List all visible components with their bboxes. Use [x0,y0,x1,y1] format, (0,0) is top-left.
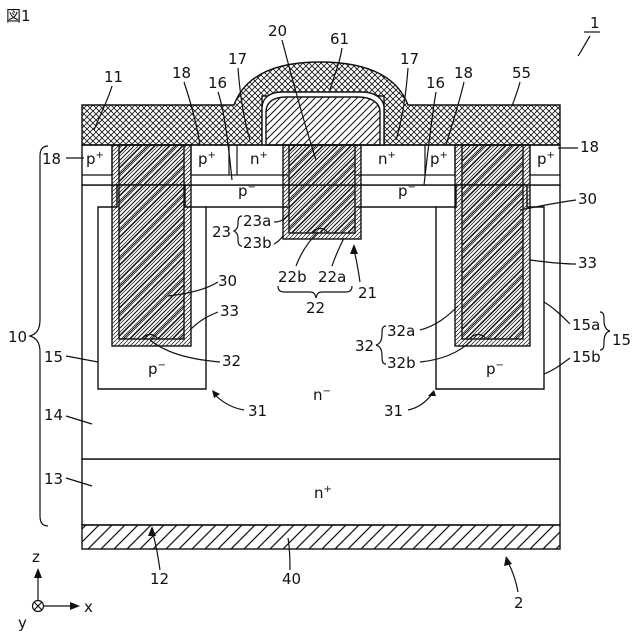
field-plate-trench-right-30 [462,145,523,339]
ref-16-left: 16 [208,74,227,92]
ref-17-right: 17 [400,50,419,68]
ref-15-right: 15 [612,331,631,349]
ref-1: 1 [590,14,600,32]
ref-32-right: 32 [355,337,374,355]
ref-18-top-left: 18 [172,64,191,82]
figure-label: 図1 [6,7,31,25]
ref-30-right: 30 [578,190,597,208]
ref-32a: 32a [387,322,415,340]
ref-20: 20 [268,22,287,40]
leader-1 [578,36,590,56]
brace-10 [30,146,48,526]
ref-11: 11 [104,68,123,86]
ref-22b: 22b [278,268,307,286]
ref-18-top-right: 18 [454,64,473,82]
ref-18-side-left: 18 [42,150,61,168]
ref-32b: 32b [387,354,416,372]
ref-31-right: 31 [384,402,403,420]
ref-31-left: 31 [248,402,267,420]
ref-23b: 23b [243,234,272,252]
ref-15b: 15b [572,348,601,366]
ref-13: 13 [44,470,63,488]
leader-2 [508,562,518,592]
gate-trench-fill [289,145,355,233]
field-plate-trench-left-30 [119,145,184,339]
axes-indicator: z x y [18,548,93,632]
ref-22: 22 [306,299,325,317]
ref-61: 61 [330,30,349,48]
ref-10: 10 [8,328,27,346]
ref-15a: 15a [572,316,600,334]
ref-15-left: 15 [44,348,63,366]
brace-15 [600,312,610,350]
ref-32-left: 32 [222,352,241,370]
axis-label-y: y [18,614,27,632]
ref-2: 2 [514,594,524,612]
arrow-2 [504,556,512,566]
ref-33-right: 33 [578,254,597,272]
leader-55 [512,82,520,106]
ref-23: 23 [212,223,231,241]
ref-33-left: 33 [220,302,239,320]
ref-18-side-right: 18 [580,138,599,156]
ref-12: 12 [150,570,169,588]
ref-30-left: 30 [218,272,237,290]
axis-label-x: x [84,598,93,616]
ref-23a: 23a [243,212,271,230]
ref-17-left: 17 [228,50,247,68]
axis-label-z: z [32,548,40,566]
gate-electrode-20 [266,97,380,145]
ref-22a: 22a [318,268,346,286]
ref-16-right: 16 [426,74,445,92]
ref-21: 21 [358,284,377,302]
ref-40: 40 [282,570,301,588]
ref-14: 14 [44,406,63,424]
ref-55: 55 [512,64,531,82]
